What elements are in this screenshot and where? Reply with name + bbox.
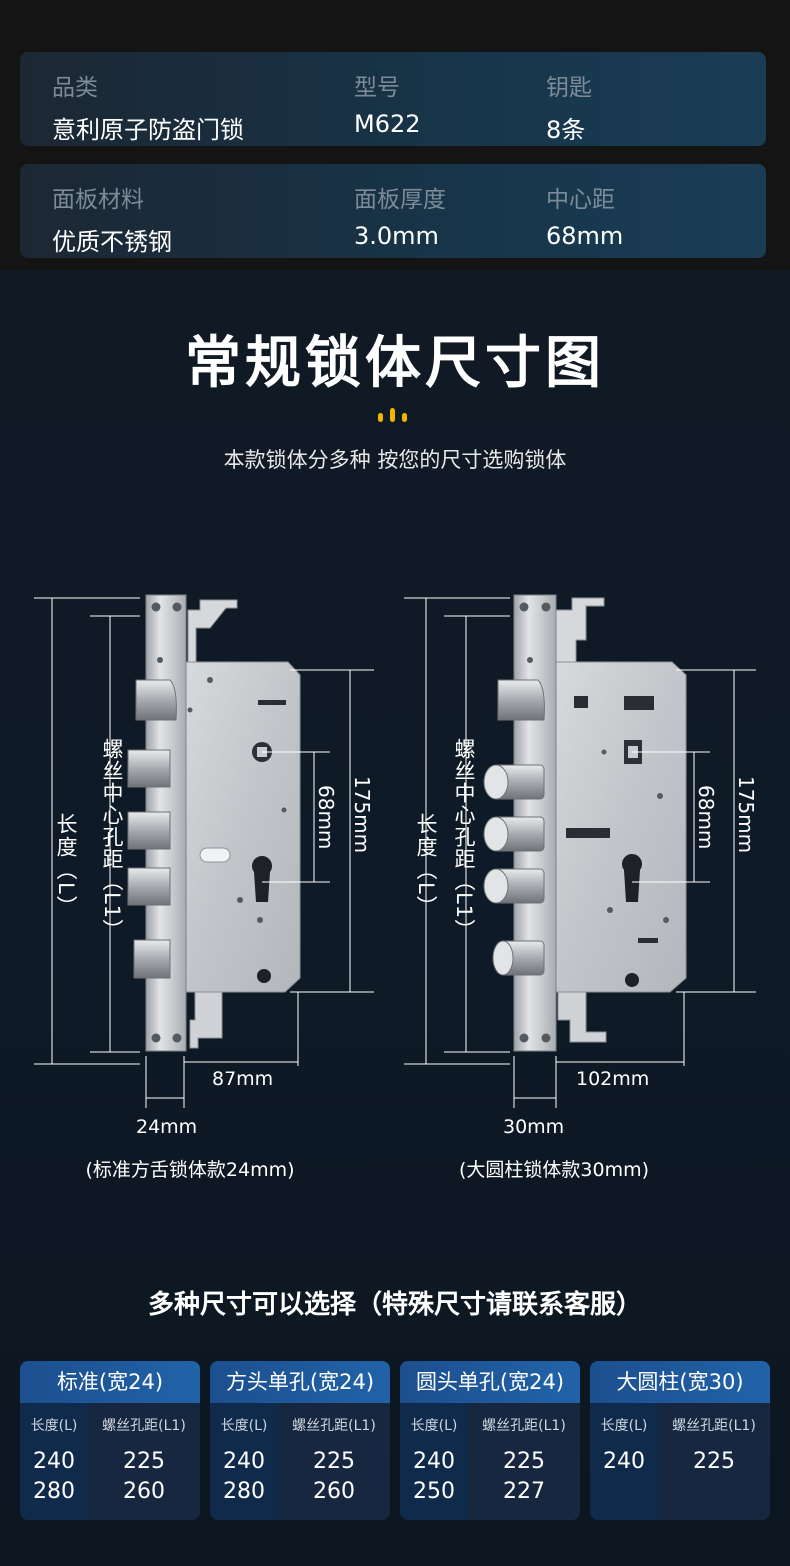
- screw-column: 螺丝孔距(L1) 225 260: [88, 1403, 200, 1520]
- size-card-round-single: 圆头单孔(宽24) 长度(L) 240 250 螺丝孔距(L1) 225 227: [400, 1361, 580, 1520]
- spec-value: 8条: [546, 116, 586, 144]
- screw-value: 260: [313, 1479, 355, 1504]
- round-bolt: [483, 868, 545, 904]
- right-dimension-lines: [404, 597, 756, 1108]
- accent-dot: [378, 413, 383, 422]
- length-column-header: 长度(L): [410, 1418, 458, 1434]
- screw-column-header: 螺丝孔距(L1): [292, 1418, 376, 1434]
- size-card-title: 标准(宽24): [20, 1361, 200, 1403]
- length-column-header: 长度(L): [30, 1418, 78, 1434]
- screw-value: 225: [313, 1449, 355, 1474]
- size-card-body: 长度(L) 240 螺丝孔距(L1) 225: [590, 1403, 770, 1520]
- spec-value: 优质不锈钢: [52, 228, 172, 256]
- spec-material: 面板材料 优质不锈钢: [52, 180, 172, 257]
- spec-card-basic: 品类 意利原子防盗门锁 型号 M622 钥匙 8条: [20, 52, 766, 146]
- size-card-body: 长度(L) 240 280 螺丝孔距(L1) 225 260: [210, 1403, 390, 1520]
- right-lock: [404, 594, 756, 1108]
- left-screw-label: 螺丝中心孔距（L1）: [100, 738, 124, 941]
- screw-column-header: 螺丝孔距(L1): [672, 1418, 756, 1434]
- length-value: 240: [603, 1449, 645, 1474]
- left-68mm-label: 68mm: [314, 785, 338, 849]
- spec-value: 3.0mm: [354, 222, 439, 250]
- length-value: 280: [223, 1479, 265, 1504]
- right-lock-caption: (大圆柱锁体款30mm): [458, 1159, 650, 1181]
- length-value: 240: [223, 1449, 265, 1474]
- spec-label: 面板材料: [52, 187, 144, 213]
- right-depth-label: 102mm: [576, 1068, 649, 1090]
- left-width-label: 24mm: [136, 1116, 197, 1138]
- screw-value: 225: [693, 1449, 735, 1474]
- left-length-label: 长度（L）: [54, 813, 78, 919]
- spec-value: M622: [354, 110, 421, 138]
- left-depth-label: 87mm: [212, 1068, 273, 1090]
- spec-category: 品类 意利原子防盗门锁: [52, 68, 244, 145]
- length-column: 长度(L) 240 280: [20, 1403, 88, 1520]
- sizes-section-title: 多种尺寸可以选择（特殊尺寸请联系客服）: [147, 1290, 642, 1320]
- left-dimension-lines: [34, 597, 374, 1108]
- size-card-body: 长度(L) 240 280 螺丝孔距(L1) 225 260: [20, 1403, 200, 1520]
- spec-card-panel: 面板材料 优质不锈钢 面板厚度 3.0mm 中心距 68mm: [20, 164, 766, 258]
- screw-column: 螺丝孔距(L1) 225: [658, 1403, 770, 1520]
- right-175mm-label: 175mm: [734, 776, 758, 853]
- spec-label: 面板厚度: [354, 187, 446, 213]
- left-lock: [34, 594, 374, 1108]
- spec-keys: 钥匙 8条: [546, 68, 592, 145]
- screw-value: 227: [503, 1479, 545, 1504]
- length-value: 280: [33, 1479, 75, 1504]
- length-column-header: 长度(L): [600, 1418, 648, 1434]
- size-card-title: 圆头单孔(宽24): [400, 1361, 580, 1403]
- size-card-title: 方头单孔(宽24): [210, 1361, 390, 1403]
- left-lock-body: [127, 594, 301, 1052]
- right-width-label: 30mm: [503, 1116, 564, 1138]
- right-length-label: 长度（L）: [414, 813, 438, 919]
- round-bolt: [492, 940, 545, 976]
- right-screw-label: 螺丝中心孔距（L1）: [452, 738, 476, 941]
- length-column: 长度(L) 240: [590, 1403, 658, 1520]
- spec-center-distance: 中心距 68mm: [546, 180, 623, 250]
- spec-value: 68mm: [546, 222, 624, 250]
- page-title: 常规锁体尺寸图: [185, 331, 605, 396]
- spec-label: 品类: [52, 75, 98, 101]
- size-card-standard: 标准(宽24) 长度(L) 240 280 螺丝孔距(L1) 225 260: [20, 1361, 200, 1520]
- screw-column-header: 螺丝孔距(L1): [102, 1418, 186, 1434]
- size-card-title: 大圆柱(宽30): [590, 1361, 770, 1403]
- screw-value: 225: [503, 1449, 545, 1474]
- accent-dots: [376, 406, 416, 422]
- length-column: 长度(L) 240 250: [400, 1403, 468, 1520]
- left-lock-caption: (标准方舌锁体款24mm): [85, 1159, 295, 1181]
- spec-thickness: 面板厚度 3.0mm: [354, 180, 446, 250]
- length-column-header: 长度(L): [220, 1418, 268, 1434]
- spec-value: 意利原子防盗门锁: [52, 116, 244, 144]
- lock-diagram-svg: 长度（L） 螺丝中心孔距（L1） 68mm 175mm 87mm 24mm 长度…: [34, 594, 758, 1138]
- screw-value: 260: [123, 1479, 165, 1504]
- size-card-body: 长度(L) 240 250 螺丝孔距(L1) 225 227: [400, 1403, 580, 1520]
- accent-dot: [402, 413, 407, 422]
- right-68mm-label: 68mm: [694, 785, 718, 849]
- size-card-large-cylinder: 大圆柱(宽30) 长度(L) 240 螺丝孔距(L1) 225: [590, 1361, 770, 1520]
- spec-label: 中心距: [546, 187, 615, 213]
- size-card-square-single: 方头单孔(宽24) 长度(L) 240 280 螺丝孔距(L1) 225 260: [210, 1361, 390, 1520]
- round-bolt: [483, 764, 545, 800]
- length-value: 240: [33, 1449, 75, 1474]
- length-column: 长度(L) 240 280: [210, 1403, 278, 1520]
- lock-diagram: 长度（L） 螺丝中心孔距（L1） 68mm 175mm 87mm 24mm 长度…: [0, 580, 790, 1200]
- spec-model: 型号 M622: [354, 68, 421, 138]
- screw-column: 螺丝孔距(L1) 225 227: [468, 1403, 580, 1520]
- accent-dot: [390, 408, 395, 422]
- screw-column: 螺丝孔距(L1) 225 260: [278, 1403, 390, 1520]
- page-subtitle: 本款锁体分多种 按您的尺寸选购锁体: [223, 448, 567, 472]
- length-value: 240: [413, 1449, 455, 1474]
- round-bolt: [483, 816, 545, 852]
- spec-label: 钥匙: [546, 75, 592, 101]
- right-lock-body: [483, 594, 687, 1052]
- screw-column-header: 螺丝孔距(L1): [482, 1418, 566, 1434]
- length-value: 250: [413, 1479, 455, 1504]
- screw-value: 225: [123, 1449, 165, 1474]
- left-175mm-label: 175mm: [350, 776, 374, 853]
- spec-label: 型号: [354, 75, 400, 101]
